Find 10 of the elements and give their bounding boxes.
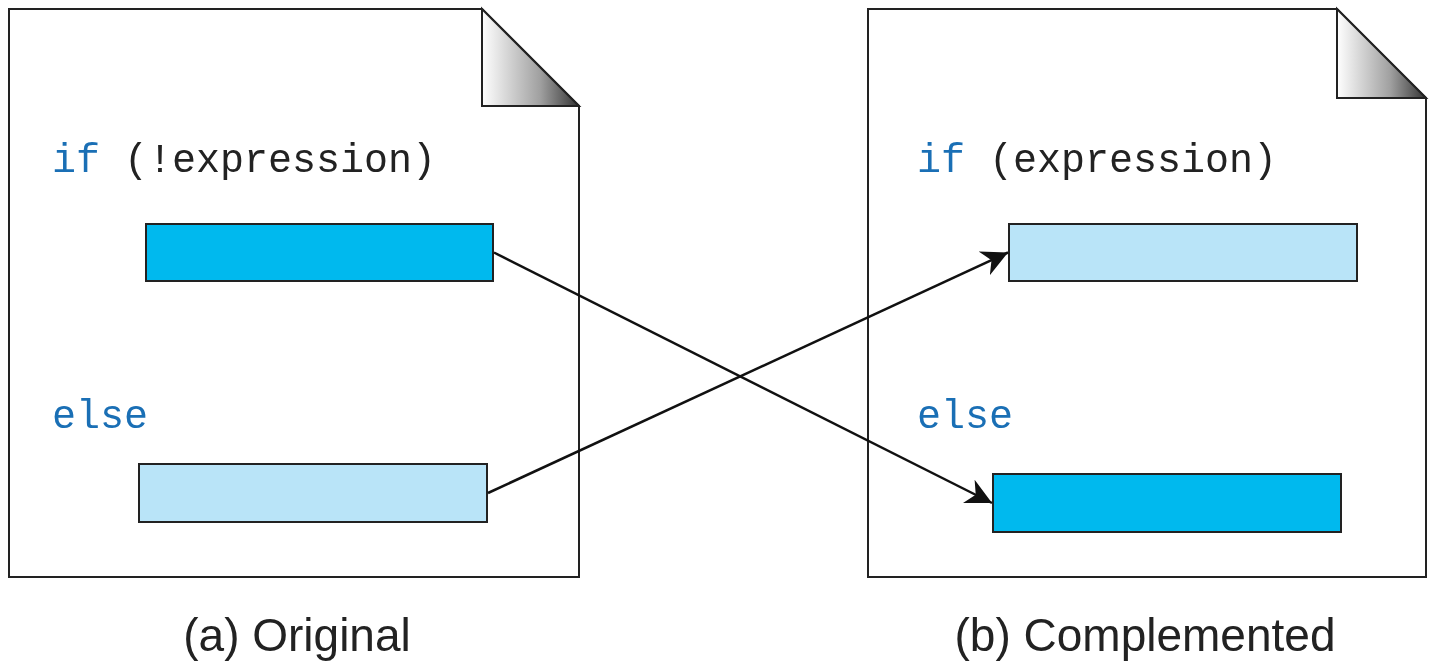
code-line: if (!expression)	[52, 142, 437, 182]
code-block-bar	[145, 223, 494, 282]
document-page	[8, 8, 580, 578]
code-line: else	[52, 398, 148, 438]
code-block-bar	[992, 473, 1342, 533]
code-block-bar	[138, 463, 488, 523]
code-line: else	[917, 398, 1013, 438]
document-page	[867, 8, 1427, 578]
code-line: if (expression)	[917, 142, 1278, 182]
code-block-bar	[1008, 223, 1358, 282]
